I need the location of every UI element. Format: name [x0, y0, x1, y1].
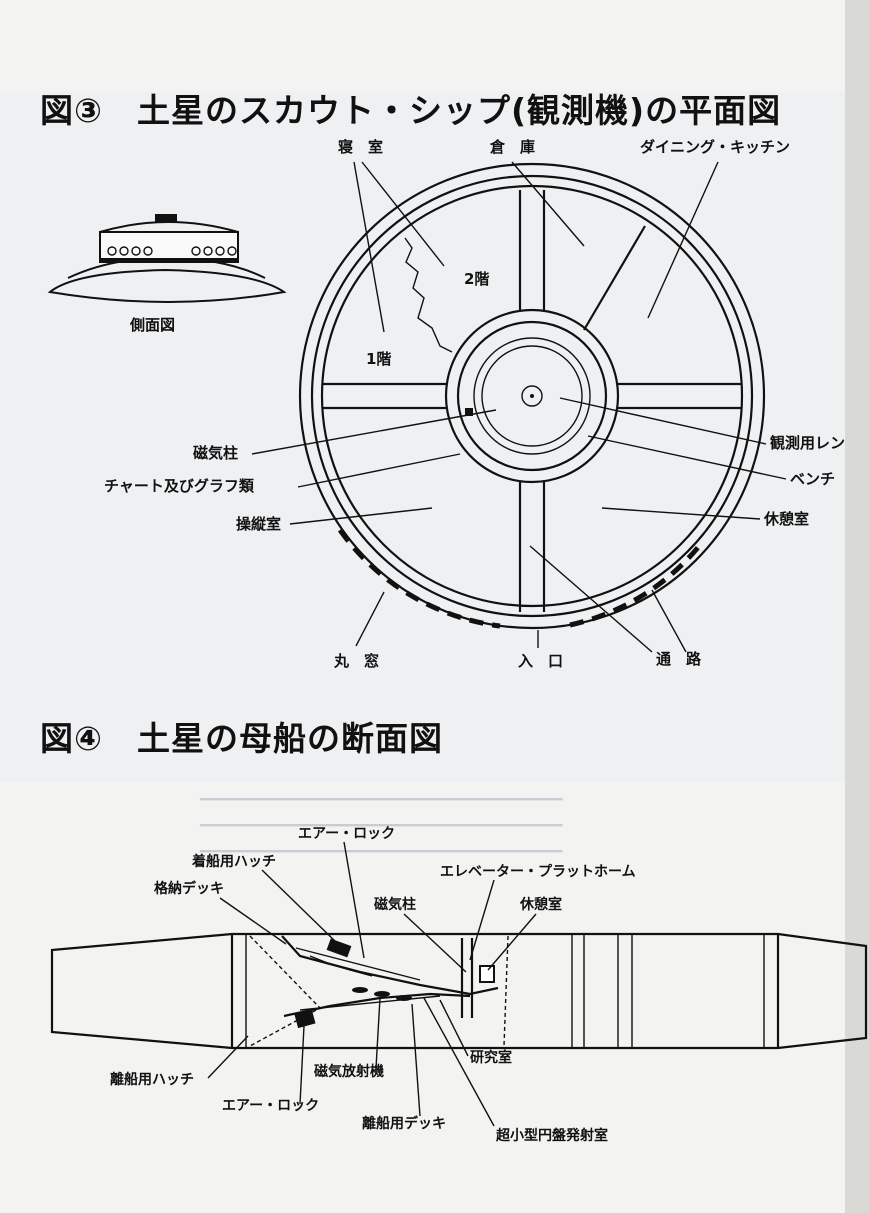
ship-leader-lines [207, 841, 537, 1127]
label-observation-lens: 観測用レン [770, 434, 845, 452]
show-through-text: ━━━━━━━━━━━━━━━━━━━━━━━━━━━━━━━━━━━━━━━━… [199, 818, 563, 834]
label-magnetic-emitter: 磁気放射機 [314, 1063, 384, 1080]
label-research-room: 研究室 [470, 1049, 512, 1066]
label-bedroom: 寝 室 [338, 138, 383, 156]
label-disc-launch-room: 超小型円盤発射室 [495, 1127, 608, 1144]
label-floor2: 2階 [464, 270, 489, 288]
label-departure-hatch: 離船用ハッチ [110, 1071, 194, 1088]
label-airlock-top: エアー・ロック [298, 826, 395, 842]
label-control-room: 操縦室 [236, 515, 281, 533]
label-rest-room-ship: 休憩室 [519, 896, 562, 913]
side-view-label: 側面図 [129, 316, 175, 334]
label-landing-hatch: 着船用ハッチ [191, 853, 276, 870]
label-airlock-bottom: エアー・ロック [222, 1098, 319, 1114]
show-through-text: ━━━━━━━━━━━━━━━━━━━━━━━━━━━━━━━━━━━━━━━━… [199, 792, 563, 808]
label-rest-room: 休憩室 [763, 510, 809, 528]
label-magnetic-pillar: 磁気柱 [193, 444, 238, 462]
label-floor1: 1階 [366, 350, 391, 368]
label-dining-kitchen: ダイニング・キッチン [640, 138, 790, 156]
figure3-title: 図③ 土星のスカウト・シップ(観測機)の平面図 [40, 91, 782, 130]
side-view-drawing [47, 214, 287, 303]
label-round-window: 丸 窓 [333, 652, 379, 670]
label-storage-deck: 格納デッキ [154, 880, 224, 897]
plan-leader-lines [251, 161, 787, 653]
label-departure-deck: 離船用デッキ [362, 1115, 446, 1132]
plan-view-drawing [298, 162, 766, 630]
mothership-drawing [50, 932, 868, 1050]
label-elevator-platform: エレベーター・プラットホーム [440, 864, 636, 880]
label-storage: 倉 庫 [489, 138, 535, 156]
label-passage: 通 路 [656, 650, 702, 668]
label-entrance: 入 口 [518, 652, 563, 670]
figure3-background [0, 92, 845, 782]
figure4-title: 図④ 土星の母船の断面図 [40, 719, 443, 758]
label-charts-graphs: チャート及びグラフ類 [104, 477, 255, 495]
label-magnetic-pillar-ship: 磁気柱 [374, 896, 416, 913]
show-through-text: ━━━━━━━━━━━━━━━━━━━━━━━━━━━━━━━━━━━━━━━━… [199, 844, 563, 860]
label-bench: ベンチ [790, 470, 835, 488]
